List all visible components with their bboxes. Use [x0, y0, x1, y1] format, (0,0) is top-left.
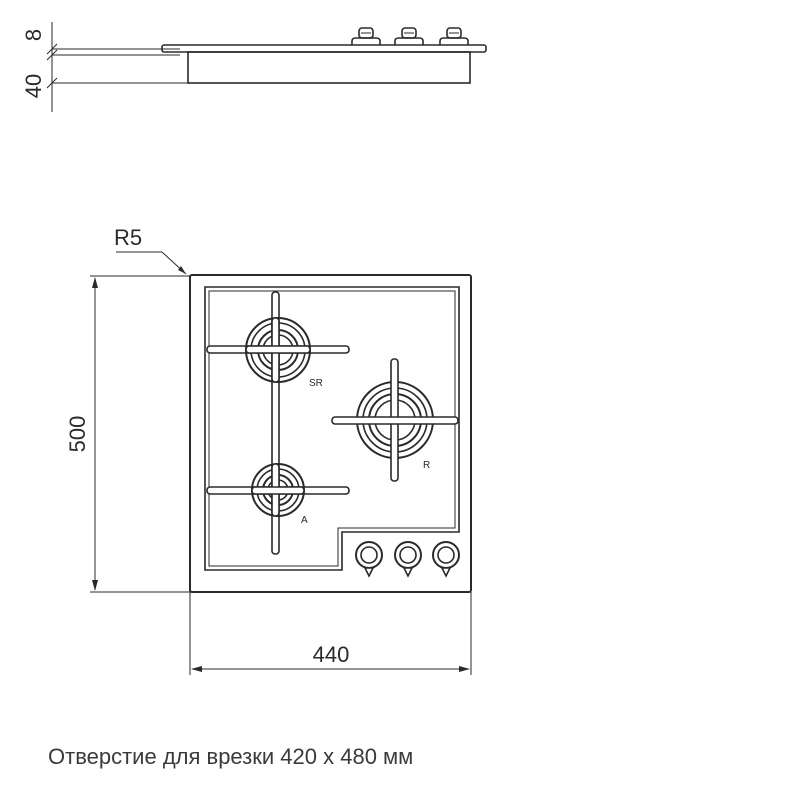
side-depth-label: 40 [21, 74, 46, 98]
side-knob [394, 27, 424, 45]
burner-label-r: R [423, 460, 430, 471]
control-knob-2 [394, 541, 422, 578]
side-tick-top [46, 43, 58, 55]
width-label: 440 [313, 642, 350, 667]
top-view: R5 500 440 [65, 225, 472, 675]
burner-rapid [331, 358, 459, 482]
width-arrow-left [191, 666, 202, 672]
burner-semi-rapid [245, 317, 311, 383]
side-tick-bottom [46, 77, 58, 89]
side-view: 8 40 [21, 22, 487, 112]
burner-label-sr: SR [309, 378, 323, 389]
side-tick-mid [46, 49, 58, 61]
hob-outer-frame [189, 274, 472, 593]
radius-leader-arrow [178, 266, 186, 274]
height-arrow-bottom [92, 580, 98, 591]
height-arrow-top [92, 277, 98, 288]
hob-inner-panel-edge [208, 290, 456, 567]
cutout-caption: Отверстие для врезки 420 x 480 мм [48, 744, 414, 769]
side-thickness-label: 8 [21, 29, 46, 41]
burner-auxiliary [251, 463, 305, 517]
side-knob [351, 27, 381, 45]
width-arrow-right [459, 666, 470, 672]
height-label: 500 [65, 416, 90, 453]
side-knob [439, 27, 469, 45]
control-knob-1 [355, 541, 383, 578]
side-top-plate [161, 44, 487, 53]
side-hob-body [187, 51, 471, 84]
control-knob-3 [432, 541, 460, 578]
corner-radius-label: R5 [114, 225, 142, 250]
hob-inner-panel [204, 286, 460, 571]
burner-label-a: A [301, 515, 308, 526]
